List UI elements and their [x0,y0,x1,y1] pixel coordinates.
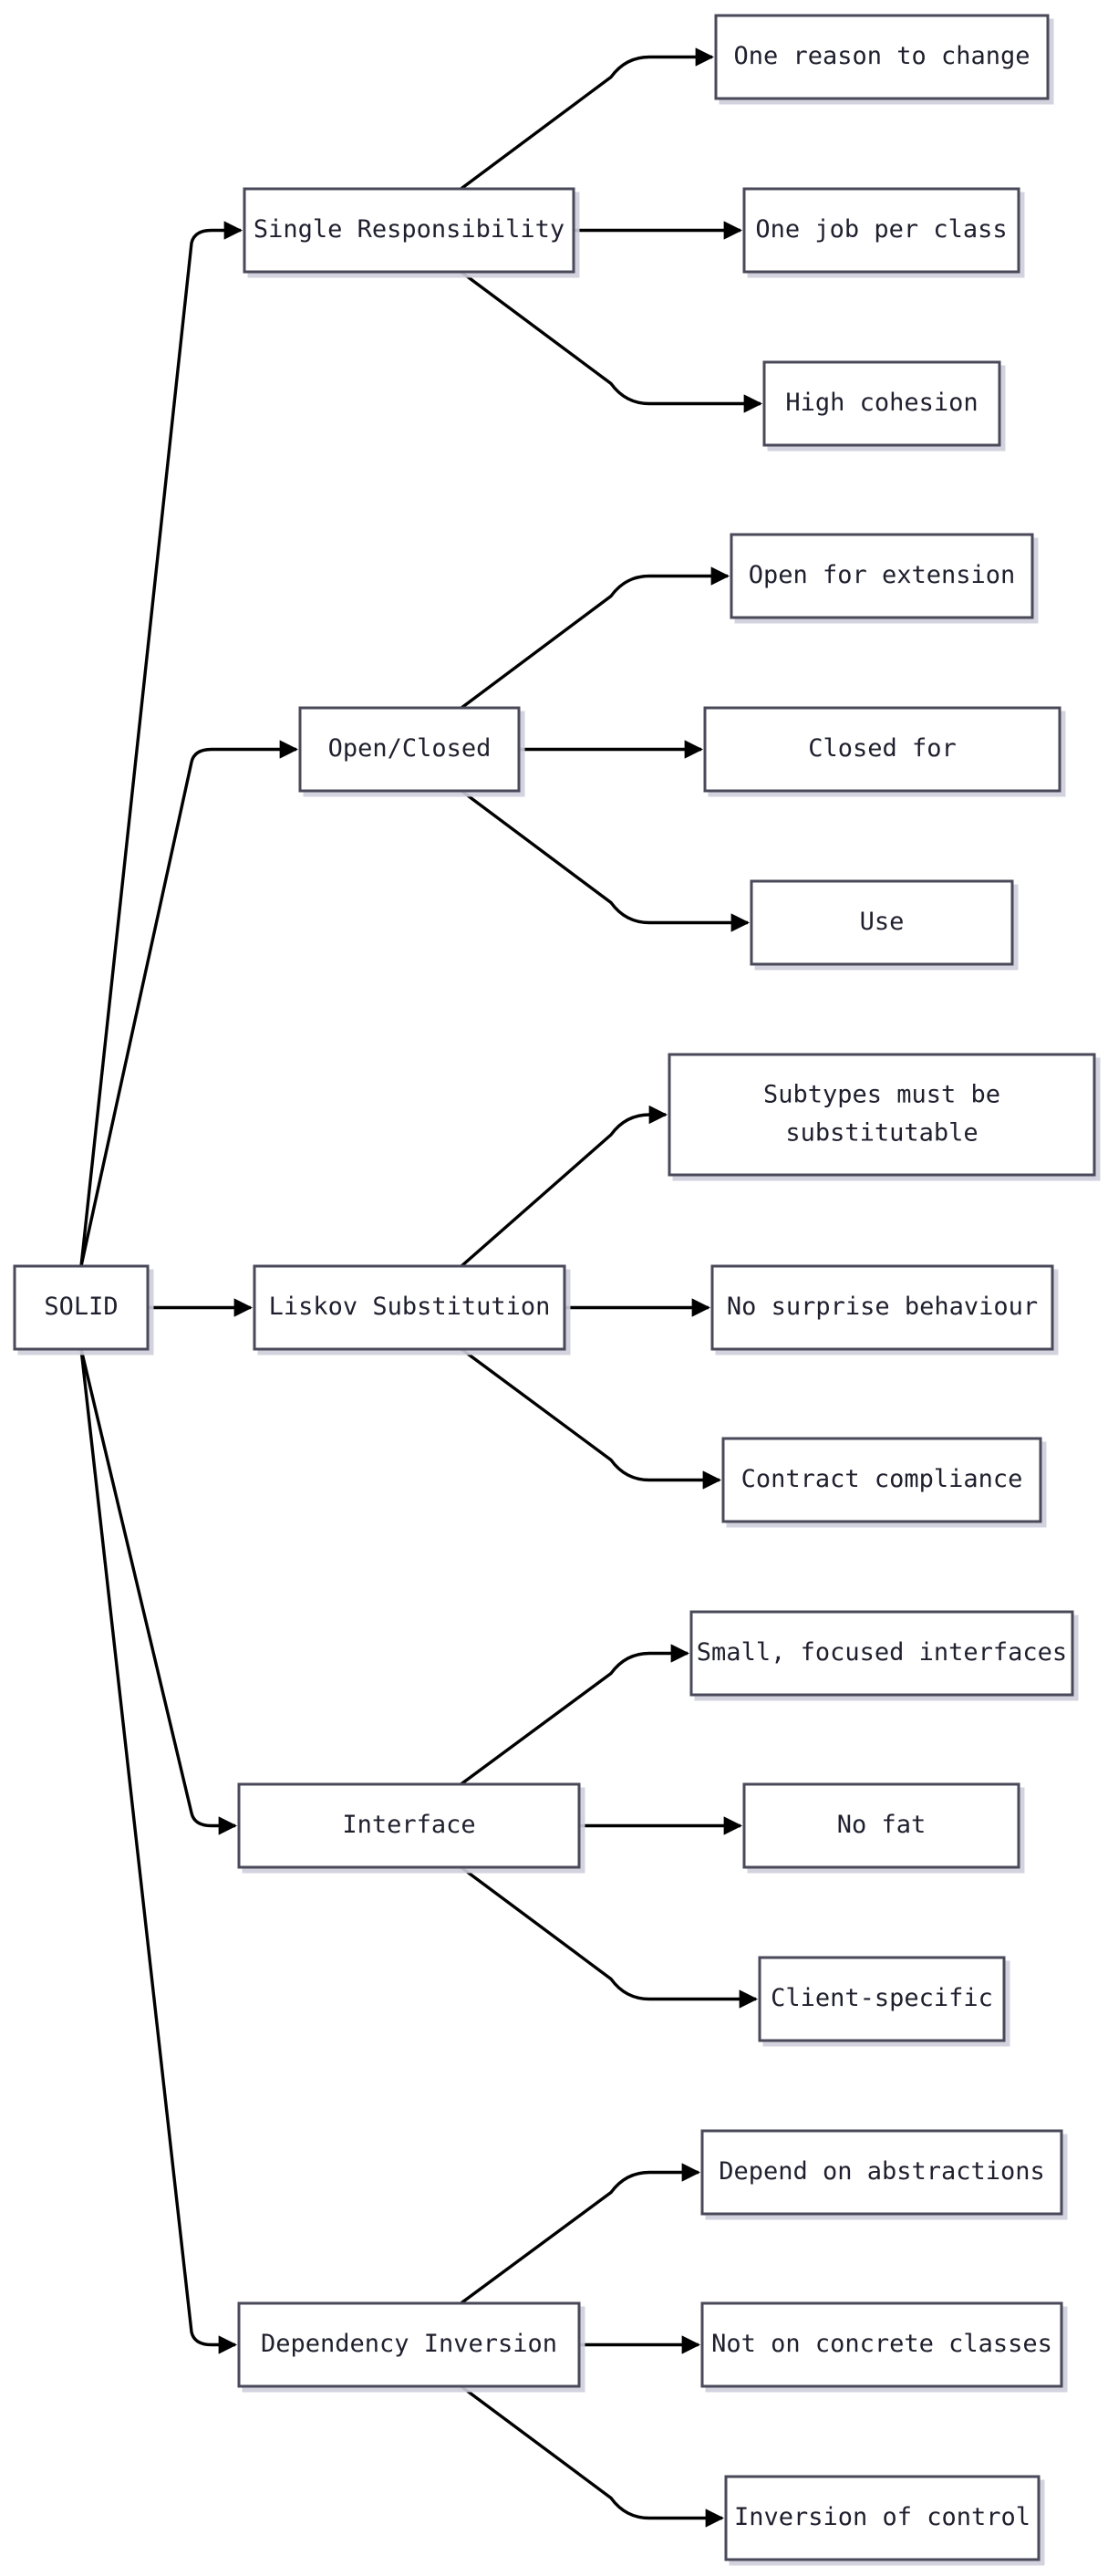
leaf-node-no-fat-label: No fat [837,1811,927,1839]
leaf-node-closed-for-label: Closed for [808,734,957,763]
leaf-node-no-fat-box [742,1782,1020,1869]
edge-open-closed-to-open-for-extension [460,566,730,710]
leaf-node-inversion-of-control-box [724,2475,1041,2561]
leaf-node-closed-for: Closed for [703,706,1061,793]
leaf-node-high-cohesion: High cohesion [762,360,1001,447]
leaf-node-use-box [750,879,1014,966]
principle-node-liskov-substitution: Liskov Substitution [253,1264,566,1351]
leaf-node-use-label: Use [860,908,905,936]
principle-node-open-closed-label: Open/Closed [328,734,492,763]
principle-node-dependency-inversion: Dependency Inversion [237,2301,581,2388]
leaf-node-high-cohesion-box [762,360,1001,447]
leaf-node-no-surprise-behaviour: No surprise behaviour [710,1264,1054,1351]
leaf-node-contract-compliance: Contract compliance [721,1437,1042,1523]
leaf-node-not-on-concrete-classes: Not on concrete classes [700,2301,1063,2388]
principle-node-open-closed-box [298,706,521,793]
principle-node-dependency-inversion-label: Dependency Inversion [261,2330,557,2358]
node-layer: SOLID Single Responsibility One reason to … [13,14,1096,2561]
leaf-node-one-reason-to-change-label: One reason to change [733,42,1030,70]
leaf-node-not-on-concrete-classes-label: Not on concrete classes [711,2330,1052,2358]
principle-node-dependency-inversion-box [237,2301,581,2388]
leaf-node-open-for-extension-box [730,533,1034,619]
principle-node-liskov-substitution-box [253,1264,566,1351]
edge-dependency-inversion-to-inversion-of-control [460,2384,725,2528]
edge-solid-to-interface [79,1348,238,1835]
leaf-node-high-cohesion-label: High cohesion [785,389,978,417]
leaf-node-open-for-extension-label: Open for extension [749,561,1016,589]
principle-node-single-responsibility-label: Single Responsibility [254,215,564,244]
principle-node-interface: Interface [237,1782,581,1869]
leaf-node-small-focused-interfaces: Small, focused interfaces [689,1610,1074,1697]
leaf-node-contract-compliance-box [721,1437,1042,1523]
leaf-node-inversion-of-control-label: Inversion of control [734,2503,1030,2531]
leaf-node-subtypes-must-be-substitutable-box [668,1053,1096,1177]
principle-node-single-responsibility-box [243,187,575,274]
leaf-node-closed-for-box [703,706,1061,793]
leaf-node-one-job-per-class-label: One job per class [755,215,1007,244]
leaf-node-not-on-concrete-classes-box [700,2301,1063,2388]
principle-node-single-responsibility: Single Responsibility [243,187,575,274]
leaf-node-inversion-of-control: Inversion of control [724,2475,1041,2561]
leaf-node-depend-on-abstractions-box [700,2129,1063,2216]
leaf-node-subtypes-must-be-substitutable-label: substitutable [785,1119,978,1148]
leaf-node-one-job-per-class-box [742,187,1020,274]
leaf-node-depend-on-abstractions: Depend on abstractions [700,2129,1063,2216]
root-node-solid-label: SOLID [44,1293,118,1321]
leaf-node-one-job-per-class: One job per class [742,187,1020,274]
edge-solid-to-dependency-inversion [79,1348,238,2354]
leaf-node-no-surprise-behaviour-box [710,1264,1054,1351]
leaf-node-client-specific-label: Client-specific [771,1984,993,2012]
leaf-node-client-specific: Client-specific [758,1956,1006,2042]
leaf-node-subtypes-must-be-substitutable: Subtypes must be substitutable [668,1053,1096,1177]
leaf-node-open-for-extension: Open for extension [730,533,1034,619]
edge-interface-to-client-specific [460,1865,759,2009]
edge-single-responsibility-to-high-cohesion [460,270,763,413]
edge-liskov-substitution-to-contract-compliance [460,1347,722,1490]
principle-node-open-closed: Open/Closed [298,706,521,793]
leaf-node-one-reason-to-change-box [714,14,1050,100]
leaf-node-client-specific-box [758,1956,1006,2042]
edge-dependency-inversion-to-depend-on-abstractions [460,2163,701,2305]
principle-node-liskov-substitution-label: Liskov Substitution [269,1293,551,1321]
leaf-node-subtypes-must-be-substitutable-label: Subtypes must be [763,1081,1000,1109]
edge-solid-to-single-responsibility [79,221,243,1267]
root-node-solid-box [13,1264,150,1351]
leaf-node-one-reason-to-change: One reason to change [714,14,1050,100]
principle-node-interface-box [237,1782,581,1869]
leaf-node-no-fat: No fat [742,1782,1020,1869]
edge-liskov-substitution-to-subtypes-must-be-substitutable [460,1105,668,1268]
leaf-node-no-surprise-behaviour-label: No surprise behaviour [727,1293,1038,1321]
edge-single-responsibility-to-one-reason-to-change [460,47,715,191]
leaf-node-depend-on-abstractions-label: Depend on abstractions [719,2157,1045,2186]
leaf-node-contract-compliance-label: Contract compliance [741,1465,1023,1493]
leaf-node-small-focused-interfaces-box [689,1610,1074,1697]
edge-interface-to-small-focused-interfaces [460,1644,690,1786]
edge-solid-to-open-closed [79,740,299,1267]
leaf-node-use: Use [750,879,1014,966]
root-node-solid: SOLID [13,1264,150,1351]
edge-open-closed-to-use [460,789,751,932]
connector-layer [79,47,763,2528]
principle-node-interface-label: Interface [342,1811,475,1839]
leaf-node-small-focused-interfaces-label: Small, focused interfaces [697,1638,1067,1667]
